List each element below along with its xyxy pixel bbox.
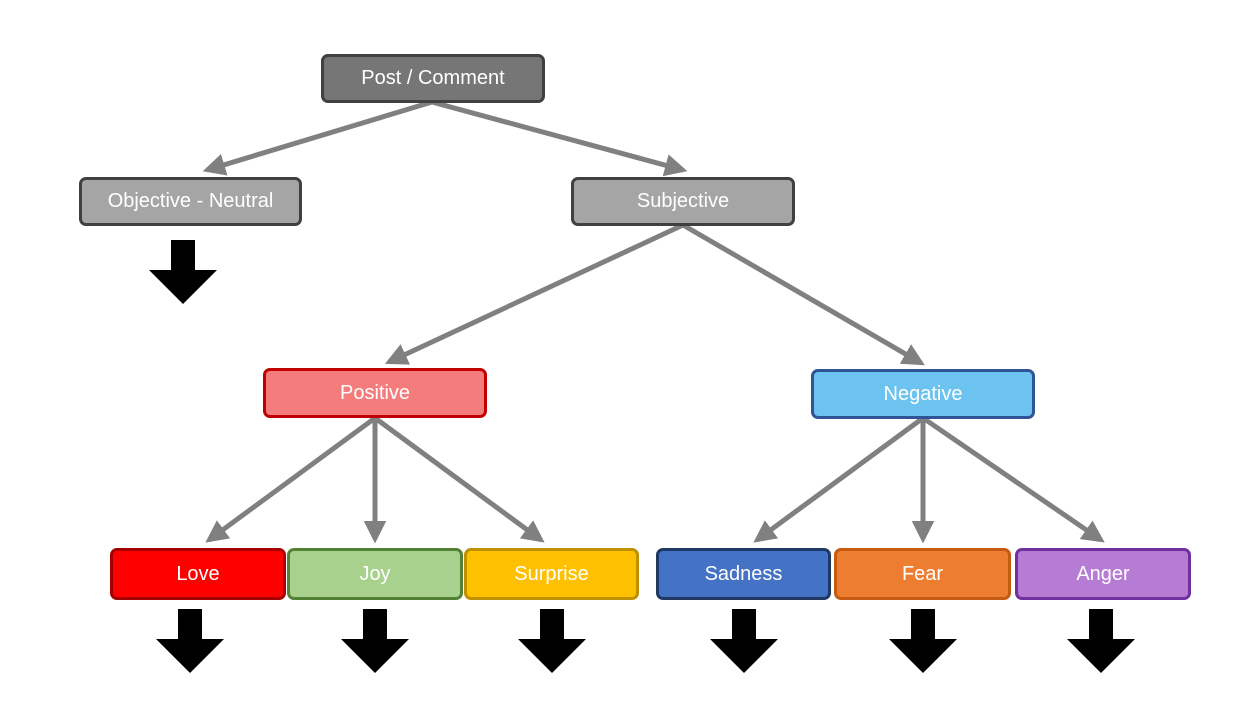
down-arrow-icon xyxy=(1067,609,1135,673)
down-arrow-icon xyxy=(710,609,778,673)
edge-negative-to-sadness xyxy=(753,415,925,543)
post-comment-label: Post / Comment xyxy=(361,67,505,89)
down-arrow-icon xyxy=(341,609,409,673)
edge-negative-to-anger xyxy=(921,415,1105,543)
positive-node: Positive xyxy=(263,368,487,418)
fear-label: Fear xyxy=(901,562,944,585)
negative-label: Negative xyxy=(883,382,963,405)
love-node: Love xyxy=(110,548,286,600)
sadness-node: Sadness xyxy=(656,548,831,600)
fear-node: Fear xyxy=(834,548,1011,600)
down-arrow-icon xyxy=(149,240,217,304)
edge-post-to-subjective xyxy=(431,99,688,177)
down-arrow-icon xyxy=(518,609,586,673)
edge-positive-to-love xyxy=(205,415,377,543)
anger-node: Anger xyxy=(1015,548,1191,600)
anger-label: Anger xyxy=(1076,562,1130,585)
down-arrow-icon xyxy=(156,609,224,673)
post-comment-node: Post / Comment xyxy=(321,54,545,103)
joy-label: Joy xyxy=(359,562,391,585)
negative-node: Negative xyxy=(811,369,1035,419)
edge-subjective-to-positive xyxy=(384,222,685,365)
down-arrow-icon xyxy=(889,609,957,673)
objective-neutral-label: Objective - Neutral xyxy=(107,190,274,212)
edge-subjective-to-negative xyxy=(681,222,925,366)
subjective-label: Subjective xyxy=(636,190,730,212)
positive-label: Positive xyxy=(339,381,411,404)
love-label: Love xyxy=(176,562,220,585)
joy-node: Joy xyxy=(287,548,463,600)
subjective-node: Subjective xyxy=(571,177,795,226)
surprise-label: Surprise xyxy=(514,562,589,585)
edge-positive-to-surprise xyxy=(373,415,545,543)
edge-post-to-objective xyxy=(202,99,433,176)
sadness-label: Sadness xyxy=(704,562,783,585)
objective-neutral-node: Objective - Neutral xyxy=(79,177,302,226)
surprise-node: Surprise xyxy=(464,548,639,600)
